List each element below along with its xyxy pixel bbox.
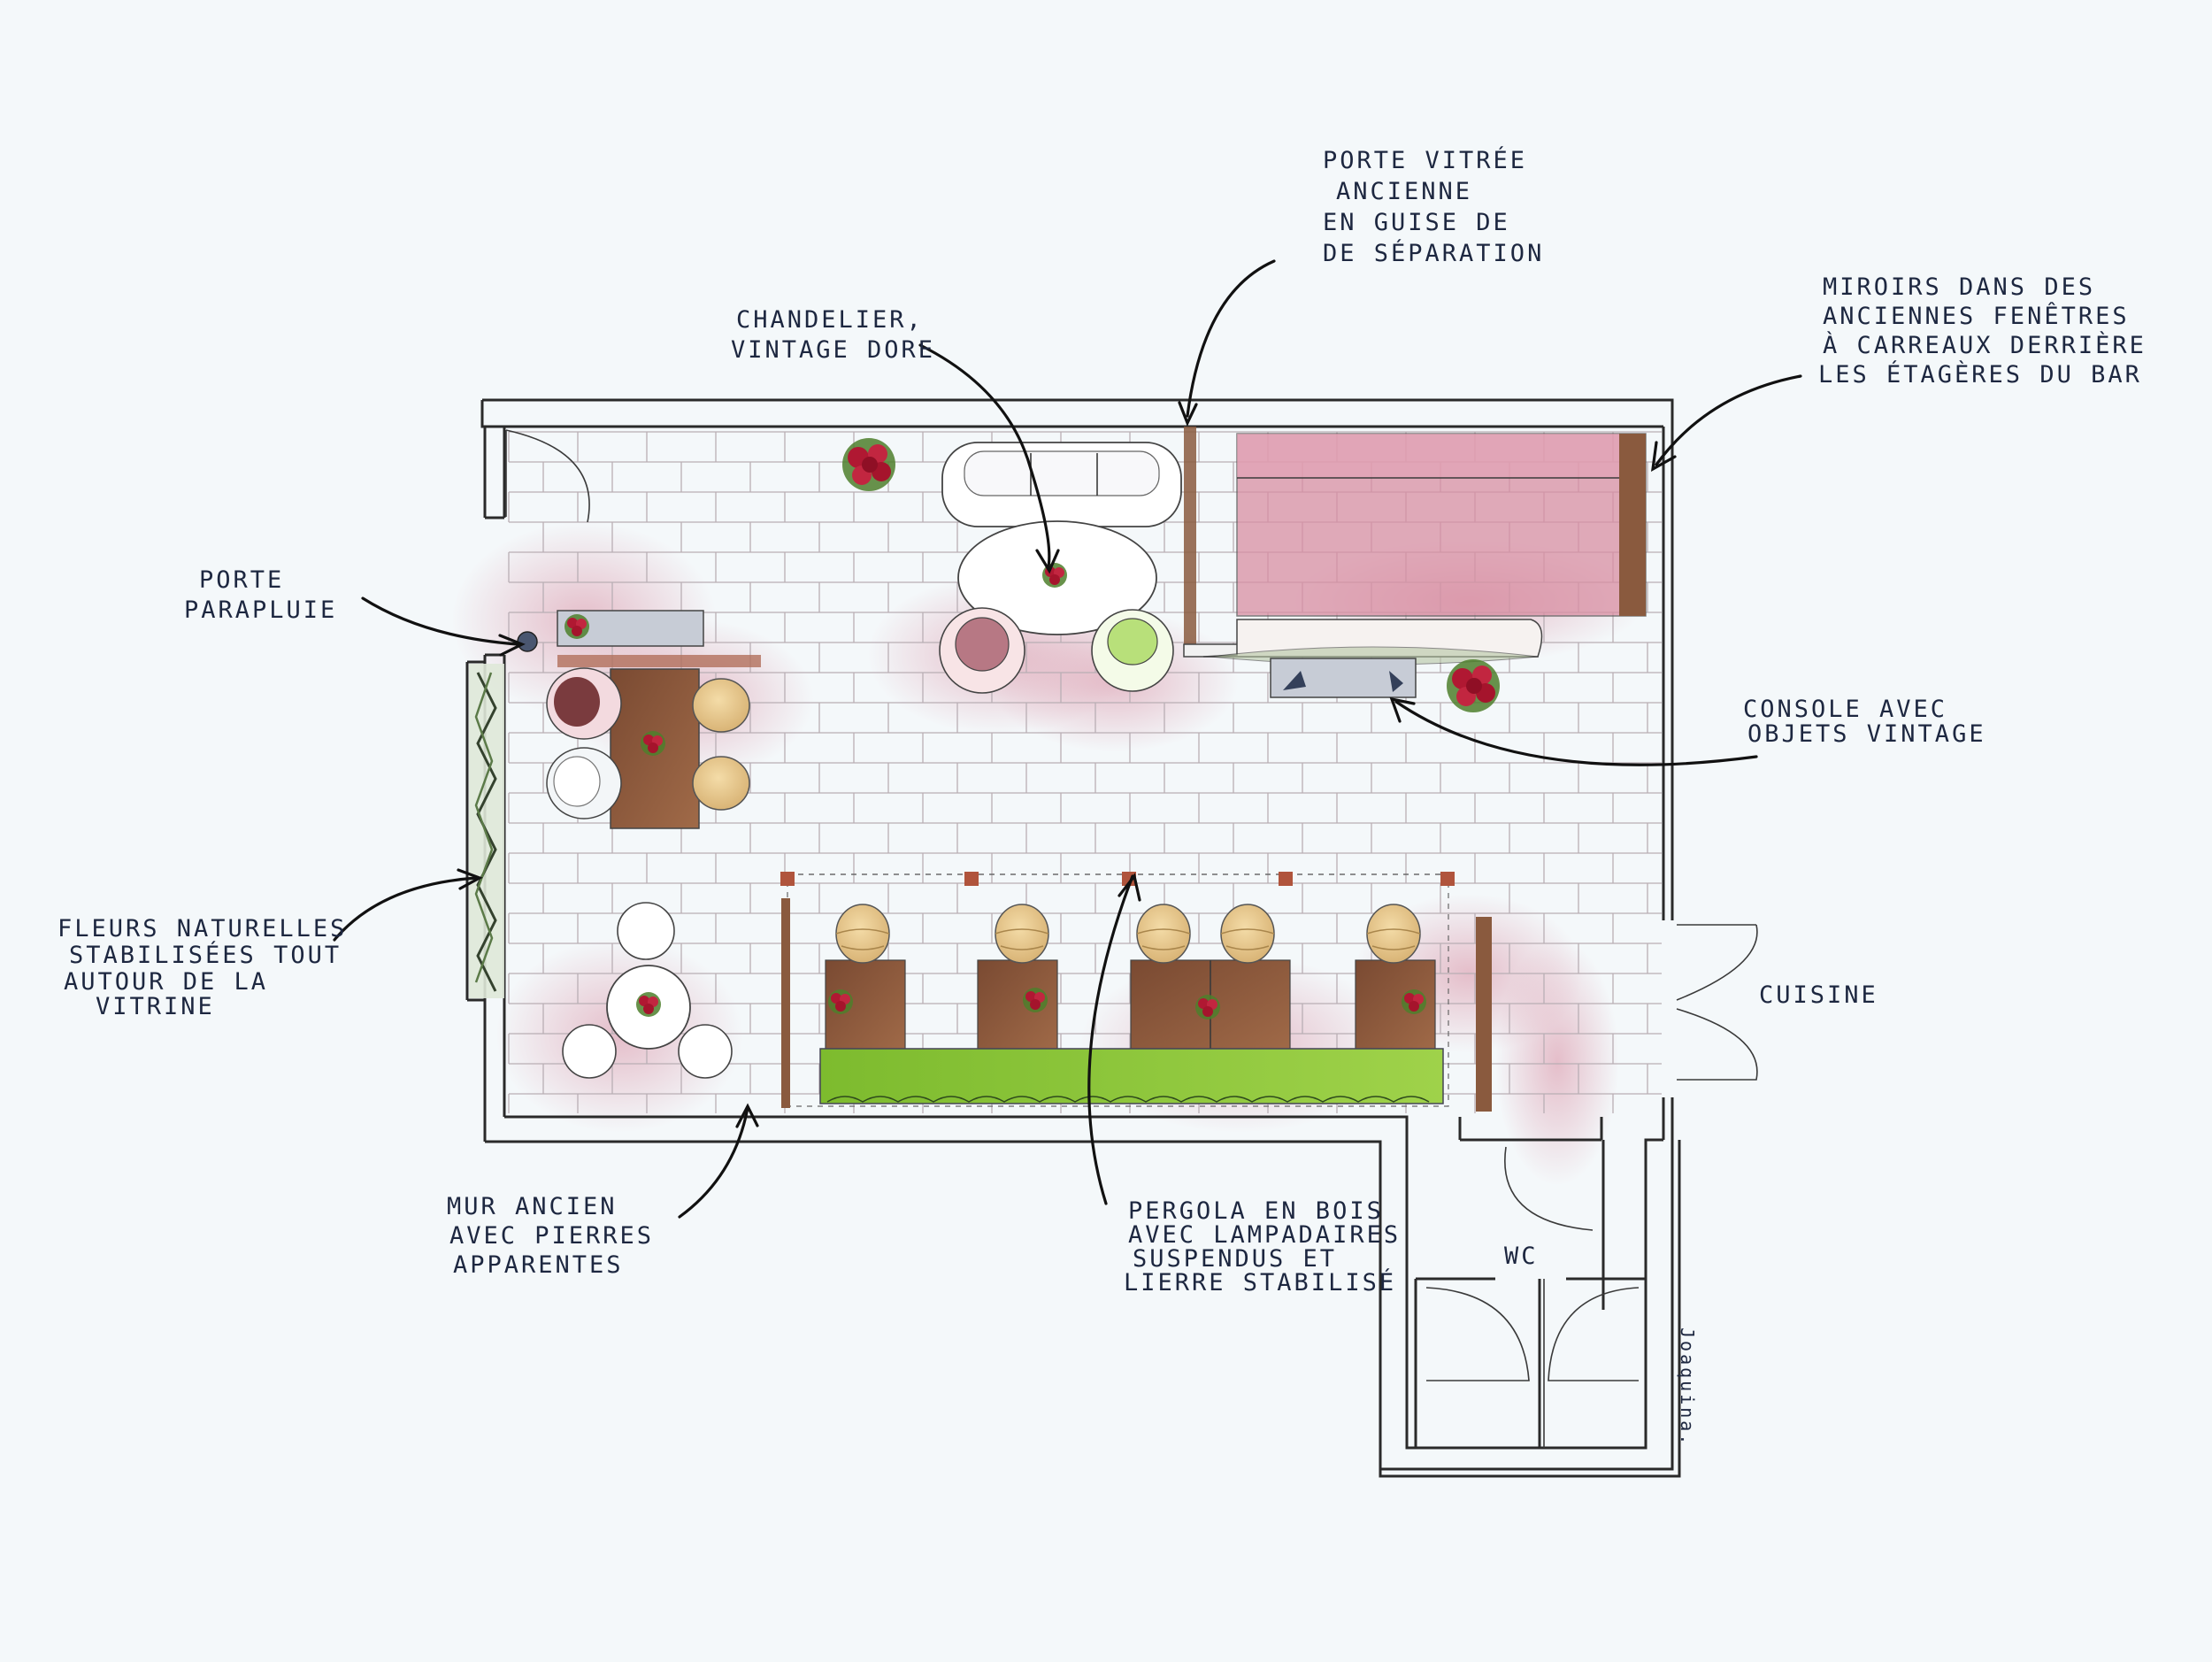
signature: Joaquina. <box>1677 1327 1698 1447</box>
label-fleurs: FLEURS NATURELLES STABILISÉES TOUT AUTOU… <box>58 915 365 1020</box>
label-chandelier: CHANDELIER, VINTAGE DORE <box>731 306 941 364</box>
label-cuisine: CUISINE <box>1759 981 1878 1009</box>
labels: PORTE VITRÉE ANCIENNE EN GUISE DE DE SÉP… <box>58 146 2163 1447</box>
label-porte-parapluie: PORTE PARAPLUIE <box>184 566 337 624</box>
bar-counter <box>1202 433 1647 666</box>
label-mur: MUR ANCIEN AVEC PIERRES APPARENTES <box>447 1193 671 1279</box>
vintage-console <box>1270 658 1500 712</box>
label-console: CONSOLE AVEC OBJETS VINTAGE <box>1743 696 1986 748</box>
label-miroirs: MIROIRS DANS DES ANCIENNES FENÊTRES À CA… <box>1818 273 2163 389</box>
window-table-group <box>517 610 761 829</box>
window-flower-strip <box>469 664 504 998</box>
annotation-arrows <box>333 259 1802 1219</box>
lounge-area <box>842 438 1182 694</box>
door-swings <box>505 429 1758 1381</box>
label-porte-vitree: PORTE VITRÉE ANCIENNE EN GUISE DE DE SÉP… <box>1323 146 1544 267</box>
label-wc: WC <box>1504 1243 1539 1270</box>
pergola-banquette <box>780 872 1492 1112</box>
label-pergola: PERGOLA EN BOIS AVEC LAMPADAIRES SUSPEND… <box>1124 1197 1417 1297</box>
round-table-group <box>562 902 733 1079</box>
